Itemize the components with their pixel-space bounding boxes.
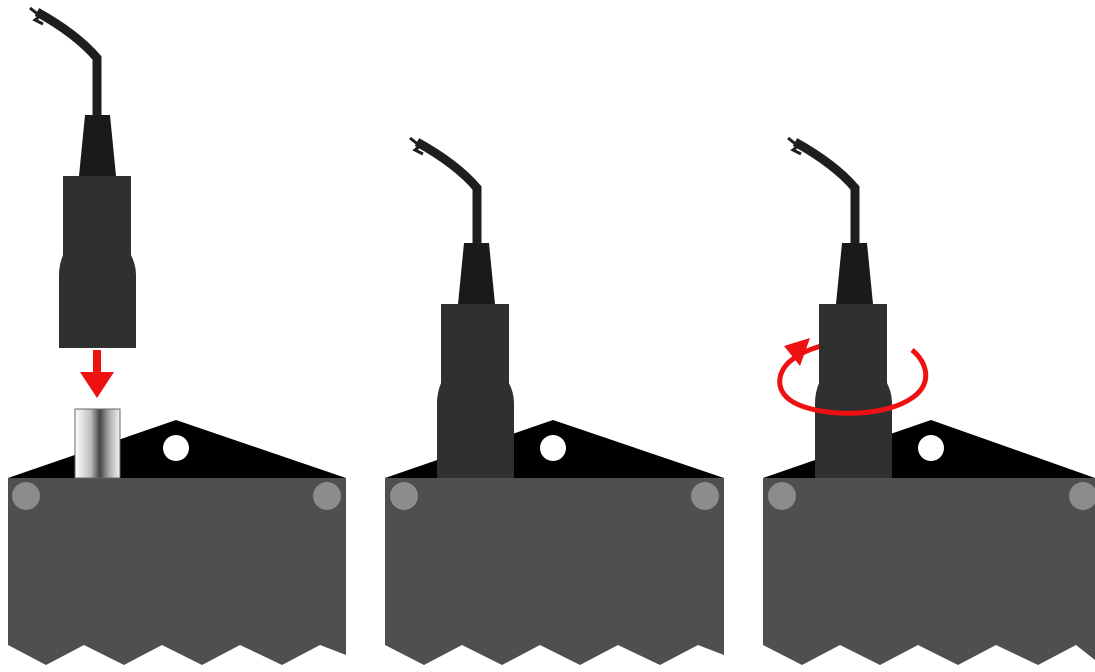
connector-body: [59, 176, 136, 348]
screw-icon: [313, 482, 341, 510]
panel-step-2: [385, 136, 724, 665]
cable: [34, 8, 102, 120]
housing-body: [8, 478, 346, 665]
strain-relief: [836, 243, 873, 304]
connector-body: [437, 304, 514, 478]
device-housing: [8, 420, 346, 665]
device-housing: [763, 420, 1095, 665]
rotate-arrow-icon: [777, 338, 929, 416]
screw-icon: [12, 482, 40, 510]
strain-relief: [79, 115, 116, 176]
housing-body: [763, 478, 1095, 665]
mounting-hole: [540, 435, 566, 461]
cable-connector: [29, 6, 136, 348]
connector-body: [815, 304, 892, 478]
device-housing: [385, 420, 724, 665]
screw-icon: [390, 482, 418, 510]
cable: [414, 138, 482, 248]
panel-step-1: [8, 6, 346, 665]
housing-body: [385, 478, 724, 665]
screw-icon: [1069, 482, 1095, 510]
strain-relief: [458, 243, 495, 304]
panel-step-3: [763, 136, 1095, 665]
metal-port: [74, 408, 121, 479]
cable-connector: [787, 136, 892, 478]
screw-icon: [691, 482, 719, 510]
mounting-hole: [918, 435, 944, 461]
down-arrow-icon: [80, 350, 114, 398]
cable-connector: [409, 136, 514, 478]
screw-icon: [768, 482, 796, 510]
cable: [792, 138, 860, 248]
mounting-hole: [163, 435, 189, 461]
